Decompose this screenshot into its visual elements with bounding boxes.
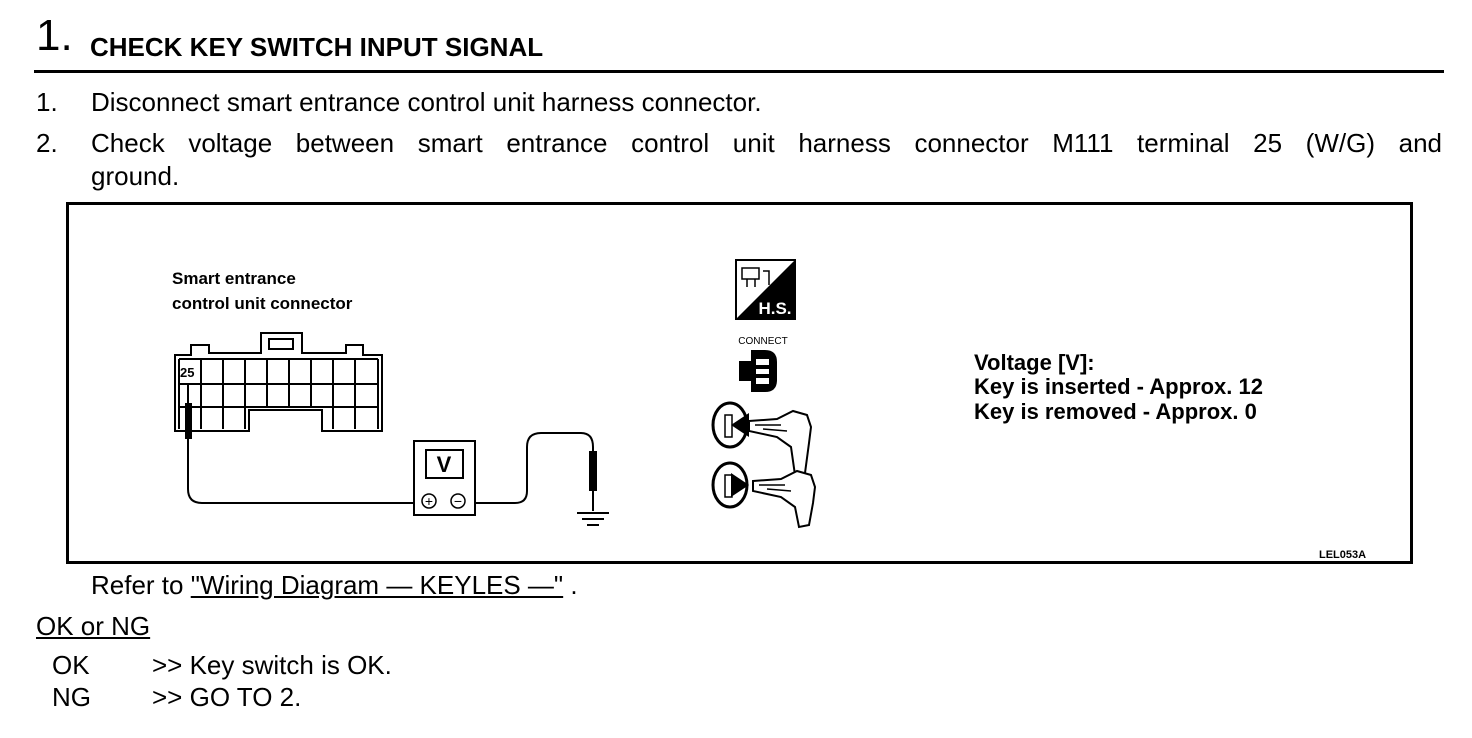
connector-label-line1: Smart entrance <box>172 269 296 288</box>
harness-connector <box>174 332 383 432</box>
voltage-spec-removed: Key is removed - Approx. 0 <box>974 399 1257 424</box>
negative-probe <box>589 451 597 511</box>
connect-label: CONNECT <box>738 336 787 347</box>
instruction-text: Disconnect smart entrance control unit h… <box>91 87 762 117</box>
refer-prefix: Refer to <box>91 570 191 600</box>
terminal-number: 25 <box>180 365 194 380</box>
step-title: CHECK KEY SWITCH INPUT SIGNAL <box>90 32 544 62</box>
step-header: 1. CHECK KEY SWITCH INPUT SIGNAL <box>36 6 1444 70</box>
connector-label-line2: control unit connector <box>172 294 353 313</box>
voltage-spec-inserted: Key is inserted - Approx. 12 <box>974 374 1263 399</box>
figure-code: LEL053A <box>1319 549 1366 561</box>
result-key: NG <box>52 682 91 712</box>
ground-icon <box>577 512 609 526</box>
voltmeter: V + − <box>413 440 476 516</box>
header-divider <box>34 70 1444 73</box>
instruction-text-line2: ground. <box>91 161 180 191</box>
harness-sheet-icon: H.S. <box>735 259 796 320</box>
instruction-text-line1: Check voltage between smart entrance con… <box>91 128 1442 158</box>
diagram-figure: Smart entrance control unit connector 25 <box>66 202 1413 564</box>
refer-line: Refer to "Wiring Diagram — KEYLES —" . <box>91 568 578 602</box>
instruction-number: 2. <box>36 128 58 158</box>
wiring-diagram-link[interactable]: "Wiring Diagram — KEYLES —" <box>190 570 564 600</box>
refer-suffix: . <box>563 570 578 600</box>
result-heading: OK or NG <box>36 611 151 641</box>
voltage-spec-title: Voltage [V]: <box>974 350 1095 375</box>
positive-probe <box>185 383 192 441</box>
voltmeter-letter: V <box>437 452 452 477</box>
hs-label: H.S. <box>758 299 791 318</box>
key-removed-icon <box>711 461 817 529</box>
result-key: OK <box>52 650 90 680</box>
diagram-svg: Smart entrance control unit connector 25 <box>172 259 1366 561</box>
connect-icon <box>739 350 777 392</box>
minus-terminal-symbol: − <box>454 493 462 509</box>
instruction-number: 1. <box>36 87 58 117</box>
result-value: >> GO TO 2. <box>152 682 302 712</box>
test-wiring <box>187 432 594 504</box>
result-value: >> Key switch is OK. <box>152 650 392 680</box>
plus-terminal-symbol: + <box>425 493 433 509</box>
key-inserted-icon <box>711 401 813 477</box>
step-number: 1. <box>36 11 73 60</box>
